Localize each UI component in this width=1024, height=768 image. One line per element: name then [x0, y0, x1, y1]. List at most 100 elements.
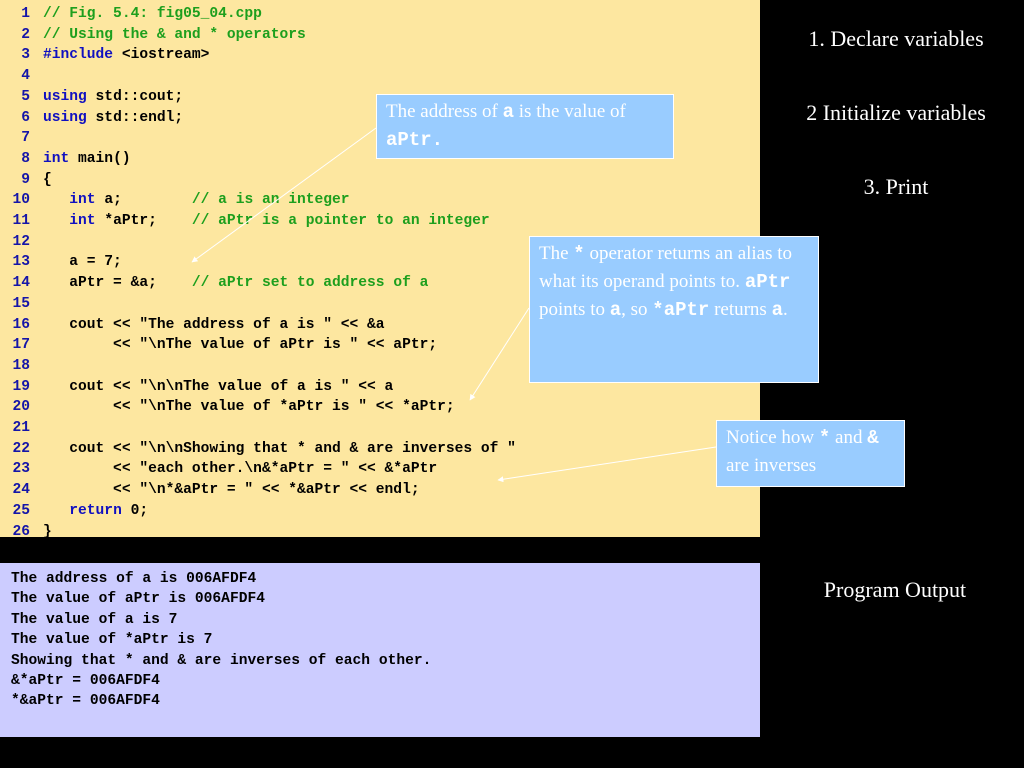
line-number: 4 — [21, 68, 30, 85]
line-number: 24 — [12, 482, 30, 499]
code-line: 12 — [0, 232, 43, 253]
line-number: 15 — [12, 295, 30, 312]
output-line: The value of a is 7 — [11, 611, 178, 628]
output-line: *&aPtr = 006AFDF4 — [11, 693, 160, 710]
code-line: 7 — [0, 128, 43, 149]
callout-text: is the value of — [514, 101, 626, 122]
line-number: 25 — [12, 502, 30, 519]
code-keyword: int — [69, 213, 96, 229]
callout-text: are inverses — [726, 455, 817, 476]
code-comment: // a is an integer — [191, 192, 350, 209]
line-number: 21 — [12, 420, 30, 436]
code-line: 10 int a; // a is an integer — [0, 190, 350, 211]
line-number: 17 — [12, 337, 30, 354]
callout-inverses: Notice how * and & are inverses — [716, 420, 905, 487]
code-keyword: return — [69, 502, 122, 519]
code-line: 19 cout << "\n\nThe value of a is " << a — [0, 377, 393, 398]
line-number: 9 — [21, 171, 30, 188]
line-number: 11 — [12, 213, 30, 229]
callout-code-text: & — [867, 427, 879, 449]
callout-text: and — [830, 427, 868, 448]
callout-text: returns — [709, 299, 772, 320]
callout-code-text: a — [609, 299, 622, 321]
code-text: a; — [95, 192, 192, 209]
code-line: 6 using std::endl; — [0, 108, 183, 129]
code-text — [43, 192, 69, 208]
code-text: } — [43, 523, 52, 538]
callout-text: The — [539, 243, 574, 264]
line-number: 20 — [12, 399, 30, 416]
callout-code-text: aPtr. — [386, 129, 444, 151]
line-number: 10 — [12, 192, 30, 209]
code-line: 2// Using the & and * operators — [0, 25, 306, 46]
code-keyword: int — [43, 150, 70, 167]
code-line: 3 #include <iostream> — [0, 45, 209, 66]
step-initialize: 2 Initialize variables — [806, 100, 986, 125]
line-number: 12 — [12, 233, 30, 250]
code-line: 9{ — [0, 170, 52, 191]
callout-code-text: * — [573, 243, 585, 265]
code-text: cout << "\n\nThe value of a is " << a — [43, 378, 394, 395]
output-line: Showing that * and & are inverses of eac… — [11, 652, 432, 669]
code-keyword: #include — [43, 47, 114, 64]
line-number: 13 — [12, 254, 30, 271]
code-text: <iostream> — [113, 47, 210, 64]
code-text — [43, 213, 69, 229]
code-line: 24 << "\n*&aPtr = " << *&aPtr << endl; — [0, 480, 420, 501]
callout-address-of-a: The address of a is the value of aPtr. — [376, 94, 674, 159]
code-text: << "\nThe value of aPtr is " << aPtr; — [43, 337, 438, 354]
code-line: 22 cout << "\n\nShowing that * and & are… — [0, 439, 515, 460]
code-text: 0; — [121, 502, 149, 519]
callout-code-text: * — [818, 427, 831, 449]
code-text: { — [43, 171, 52, 188]
code-line: 21 — [0, 418, 43, 439]
line-number: 2 — [21, 26, 30, 43]
code-text: aPtr = &a; — [43, 275, 192, 292]
code-line: 16 cout << "The address of a is " << &a — [0, 315, 385, 336]
callout-text: The address of — [386, 101, 503, 122]
code-line: 14 aPtr = &a; // aPtr set to address of … — [0, 273, 428, 294]
code-text: std::cout; — [86, 88, 184, 105]
callout-text: . — [782, 299, 788, 320]
code-line: 20 << "\nThe value of *aPtr is " << *aPt… — [0, 397, 455, 418]
code-line: 13 a = 7; — [0, 252, 121, 273]
line-number: 19 — [12, 378, 30, 395]
code-line: 25 return 0; — [0, 501, 148, 522]
code-keyword: int — [69, 192, 96, 209]
code-text: std::endl; — [86, 109, 184, 126]
line-number: 7 — [21, 130, 30, 147]
line-number: 22 — [12, 440, 30, 457]
line-number: 16 — [12, 316, 30, 333]
code-text: << "each other.\n&*aPtr = " << &*aPtr — [43, 461, 438, 478]
line-number: 3 — [21, 47, 30, 64]
line-number: 5 — [21, 88, 30, 105]
line-number: 18 — [12, 357, 30, 374]
code-keyword: using — [43, 109, 87, 126]
code-text: cout << "The address of a is " << &a — [43, 316, 385, 333]
line-number: 6 — [21, 109, 30, 126]
output-line: The address of a is 006AFDF4 — [11, 571, 257, 587]
code-comment: // aPtr is a pointer to an integer — [191, 213, 490, 229]
callout-code-text: a — [771, 299, 783, 321]
output-line: &*aPtr = 006AFDF4 — [11, 673, 160, 689]
code-line: 15 — [0, 294, 43, 315]
callout-code-text: aPtr — [744, 271, 791, 293]
line-number: 23 — [12, 461, 30, 478]
code-comment: // Fig. 5.4: fig05_04.cpp — [43, 6, 262, 22]
step-print: 3. Print — [863, 174, 929, 199]
output-line: The value of *aPtr is 7 — [11, 632, 213, 649]
callout-text: , so — [621, 299, 653, 320]
code-text: << "\n*&aPtr = " << *&aPtr << endl; — [43, 482, 420, 499]
code-line: 4 — [0, 66, 43, 87]
code-line: 17 << "\nThe value of aPtr is " << aPtr; — [0, 335, 437, 356]
code-line: 11 int *aPtr; // aPtr is a pointer to an… — [0, 211, 490, 232]
code-text: main() — [69, 150, 131, 167]
line-number: 26 — [12, 523, 30, 538]
code-line: 18 — [0, 356, 43, 377]
code-line: 26} — [0, 522, 52, 538]
line-number: 14 — [12, 275, 30, 292]
code-text: << "\nThe value of *aPtr is " << *aPtr; — [43, 399, 455, 416]
code-comment: // aPtr set to address of a — [191, 275, 429, 292]
